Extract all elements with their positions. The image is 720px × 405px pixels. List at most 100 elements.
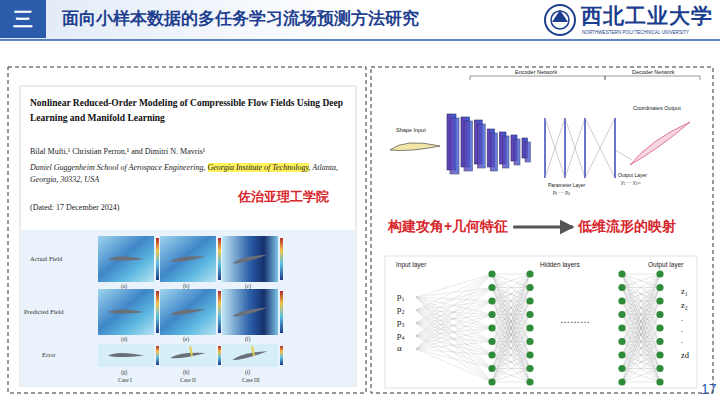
neuron: [656, 351, 663, 358]
weight: [622, 355, 660, 382]
colorbar: [280, 346, 283, 365]
label: Hidden layers: [540, 261, 580, 269]
neuron: [618, 284, 625, 291]
label: p₁: [397, 291, 405, 302]
label: Input layer: [396, 261, 426, 269]
neuron: [618, 311, 625, 318]
weight: [622, 342, 660, 383]
flow-field: [222, 289, 278, 335]
label: (b): [183, 283, 189, 290]
weight: [622, 274, 660, 301]
weight: [622, 274, 660, 315]
label: Predicted Field: [24, 308, 64, 316]
weight: [416, 301, 492, 310]
label: Output layer: [648, 261, 683, 269]
airfoil: [170, 351, 206, 360]
label: Error: [42, 351, 56, 359]
flow-field: [222, 344, 278, 367]
label: Case II: [180, 377, 196, 384]
neuron: [618, 297, 625, 304]
airfoil: [170, 307, 206, 316]
text-node: 构建攻角+几何特征: [386, 216, 510, 238]
link: [615, 150, 632, 160]
text-node: 低维流形的映射: [576, 216, 678, 238]
weight: [416, 274, 492, 297]
weight: [416, 274, 492, 349]
neuron: [488, 311, 495, 318]
weight: [492, 274, 530, 342]
weight: [492, 301, 530, 382]
flow-field: [98, 236, 154, 282]
weight: [416, 288, 492, 311]
weight: [416, 288, 492, 298]
weight: [622, 274, 660, 342]
airfoil: [108, 257, 144, 261]
weight: [622, 301, 660, 382]
weight: [622, 315, 660, 383]
link: [565, 118, 585, 178]
slide-title: 面向小样本数据的多任务学习流场预测方法研究: [62, 9, 419, 29]
label: Parameter Layer: [548, 182, 585, 188]
label: zd: [681, 350, 689, 360]
weight: [492, 369, 530, 383]
weight: [622, 369, 660, 383]
label: .: [681, 324, 683, 334]
weight: [492, 274, 530, 328]
weight: [416, 274, 492, 323]
arrow-connector: [513, 226, 573, 229]
weight: [622, 382, 660, 383]
label: Encoder Network: [515, 69, 557, 76]
weight: [416, 301, 492, 349]
neuron: [618, 365, 625, 372]
weight: [416, 297, 492, 382]
label: Decoder Network: [632, 69, 675, 76]
weight: [416, 336, 492, 382]
neuron: [618, 324, 625, 331]
node-text: 低维流形的映射: [578, 218, 676, 236]
weight: [416, 301, 492, 336]
weight: [416, 297, 492, 342]
error-streak: [190, 346, 192, 356]
weight: [622, 274, 660, 328]
label: Output Layer: [618, 172, 647, 178]
conv-layer: [464, 121, 472, 171]
label: p₂: [397, 304, 405, 315]
neuron: [526, 378, 533, 385]
weight: [416, 315, 492, 324]
weight: [622, 274, 660, 328]
colorbar: [280, 291, 283, 333]
weight: [492, 342, 530, 383]
weight: [622, 301, 660, 382]
neuron: [656, 378, 663, 385]
neuron: [656, 311, 663, 318]
neuron: [488, 297, 495, 304]
neuron: [526, 311, 533, 318]
label: (a): [121, 283, 127, 290]
link: [585, 118, 615, 178]
dense-layer: [584, 118, 586, 178]
weight: [622, 274, 660, 382]
weight: [492, 274, 530, 342]
label: Actual Field: [30, 255, 62, 263]
label: Coordinates Output: [633, 105, 681, 112]
weight: [416, 328, 492, 349]
bracket: [470, 76, 700, 80]
label: (i): [245, 369, 250, 376]
conv-layer: [525, 142, 530, 162]
weight: [622, 342, 660, 383]
weight: [622, 355, 660, 382]
label: α: [397, 343, 402, 354]
link: [545, 118, 565, 178]
airfoil: [232, 349, 268, 362]
colorbar: [280, 238, 283, 280]
flow-field: [222, 236, 278, 282]
label: Bilal Mufti,¹ Christian Perron,¹ and Dim…: [30, 147, 205, 157]
weight: [622, 274, 660, 315]
weight: [492, 274, 530, 315]
weight: [492, 274, 530, 382]
airfoil: [630, 122, 690, 165]
label: ………: [560, 314, 590, 326]
neuron: [618, 378, 625, 385]
